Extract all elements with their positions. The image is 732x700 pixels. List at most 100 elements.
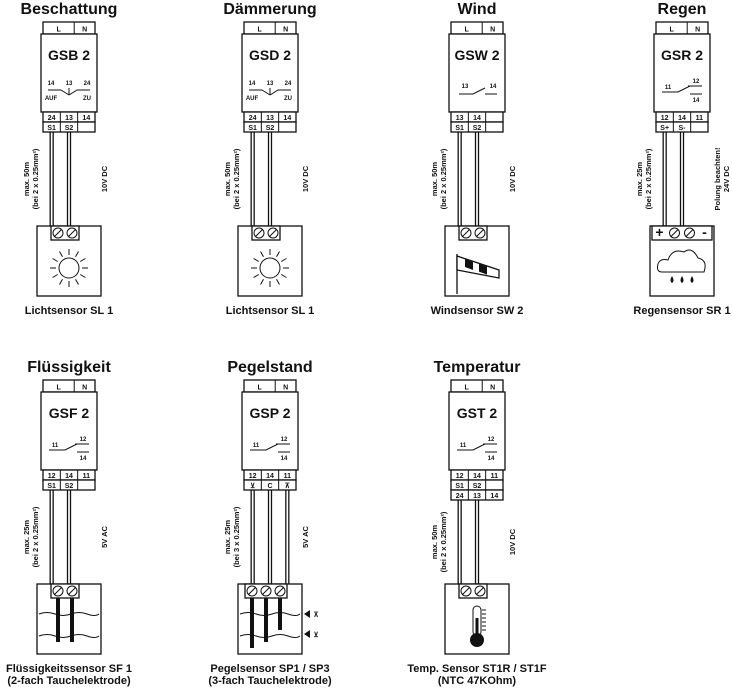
water-line	[239, 634, 301, 638]
module-model: GSB 2	[48, 47, 90, 63]
module-title: Pegelstand	[227, 359, 312, 376]
sensor-caption: (3-fach Tauchelektrode)	[208, 675, 332, 687]
voltage-label: 10V DC	[508, 528, 517, 555]
supply-header	[42, 21, 96, 35]
contact-label: 14	[490, 84, 497, 90]
supply-l-label: L	[669, 27, 674, 34]
module-body	[448, 391, 506, 471]
screw-terminal	[684, 227, 695, 239]
contact-label: 24	[84, 81, 91, 87]
supply-header	[450, 21, 504, 35]
cloud-icon	[657, 249, 706, 273]
sensor-liquid2	[36, 583, 102, 655]
supply-l-label: L	[56, 27, 61, 34]
sensor-caption: Flüssigkeitssensor SF 1	[6, 663, 132, 675]
terminal-label: 11	[284, 473, 292, 480]
terminal-label: 12	[661, 115, 669, 122]
polarity-symbol: +	[655, 224, 663, 240]
sun-icon	[259, 257, 281, 279]
sensor-liquid3: ⊼⊻	[237, 583, 319, 655]
contact-label: 14	[488, 456, 495, 462]
module-model: GSF 2	[49, 405, 90, 421]
contact-label: 14	[249, 81, 256, 87]
sensor-caption: Pegelsensor SP1 / SP3	[210, 663, 329, 675]
level-arrow	[304, 610, 310, 618]
sensor-wind	[444, 225, 510, 297]
module-title: Temperatur	[434, 359, 521, 376]
screw-terminal	[253, 227, 265, 239]
contact-label: AUF	[45, 96, 58, 102]
terminal-label: 12	[249, 473, 257, 480]
terminal-label: 11	[83, 473, 91, 480]
sun-icon	[58, 257, 80, 279]
sensor-caption: Windsensor SW 2	[431, 305, 524, 317]
sensor-sun	[237, 225, 303, 297]
module-model: GSR 2	[661, 47, 703, 63]
screw-terminal	[460, 227, 472, 239]
terminal-label: 14	[490, 493, 498, 500]
sensor-terminal-strip	[458, 583, 488, 599]
terminal-label: 13	[456, 115, 464, 122]
raindrop-icon	[670, 276, 674, 283]
module-body	[241, 391, 299, 471]
supply-n-label: N	[283, 27, 288, 34]
contact-label: 14	[693, 98, 700, 104]
voltage-label: Polung beachten!24V DC	[713, 148, 731, 211]
supply-l-label: L	[56, 385, 61, 392]
sensor-caption: Lichtsensor SL 1	[25, 305, 113, 317]
voltage-label: 5V AC	[301, 526, 310, 548]
cable-spec: max. 50m(bei 2 x 0.25mm²)	[430, 511, 448, 572]
contact-label: 12	[80, 437, 87, 443]
terminal-label: S2	[473, 125, 482, 132]
terminal-label: S1	[47, 483, 56, 490]
supply-l-label: L	[464, 385, 469, 392]
terminal-label: 24	[48, 115, 56, 122]
terminal-label: S1	[248, 125, 257, 132]
level-mark: ⊻	[313, 631, 318, 639]
contact-label: 11	[665, 85, 672, 91]
terminal-label: 13	[266, 115, 274, 122]
sensor-thermo	[444, 583, 510, 655]
contact-label: ZU	[83, 96, 91, 102]
supply-header	[243, 21, 297, 35]
screw-terminal	[474, 585, 486, 597]
polarity-symbol: -	[702, 224, 707, 240]
terminal-label: S-	[679, 125, 687, 132]
terminal-label: 12	[48, 473, 56, 480]
module-title: Beschattung	[21, 1, 118, 18]
screw-terminal	[66, 585, 78, 597]
level-mark: ⊼	[313, 611, 318, 619]
terminal-label: S1	[455, 483, 464, 490]
sensor-caption: Temp. Sensor ST1R / ST1F	[407, 663, 546, 675]
contact-label: 12	[281, 437, 288, 443]
terminal-label: 13	[473, 493, 481, 500]
terminal-label: S1	[47, 125, 56, 132]
level-arrow	[304, 630, 310, 638]
contact-label: 13	[267, 81, 274, 87]
cable-spec: max. 50m(bei 2 x 0.25mm²)	[430, 148, 448, 209]
water-line	[38, 634, 100, 638]
terminal-label: 24	[249, 115, 257, 122]
screw-terminal	[274, 585, 286, 597]
electrode	[70, 598, 74, 642]
terminal-label: S2	[473, 483, 482, 490]
terminal-label: 14	[266, 473, 274, 480]
terminal-label: 14	[283, 115, 291, 122]
contact-label: 14	[281, 456, 288, 462]
cable-spec: max. 25m(bei 3 x 0.25mm²)	[223, 506, 241, 567]
terminal-label: 24	[456, 493, 464, 500]
screw-terminal	[474, 227, 486, 239]
screw-terminal	[669, 227, 680, 239]
terminal-label: 14	[678, 115, 686, 122]
supply-header	[655, 21, 709, 35]
terminal-label: S2	[65, 125, 74, 132]
contact-label: 12	[488, 437, 495, 443]
sensor-terminal-strip	[251, 225, 281, 241]
module-model: GSP 2	[250, 405, 291, 421]
